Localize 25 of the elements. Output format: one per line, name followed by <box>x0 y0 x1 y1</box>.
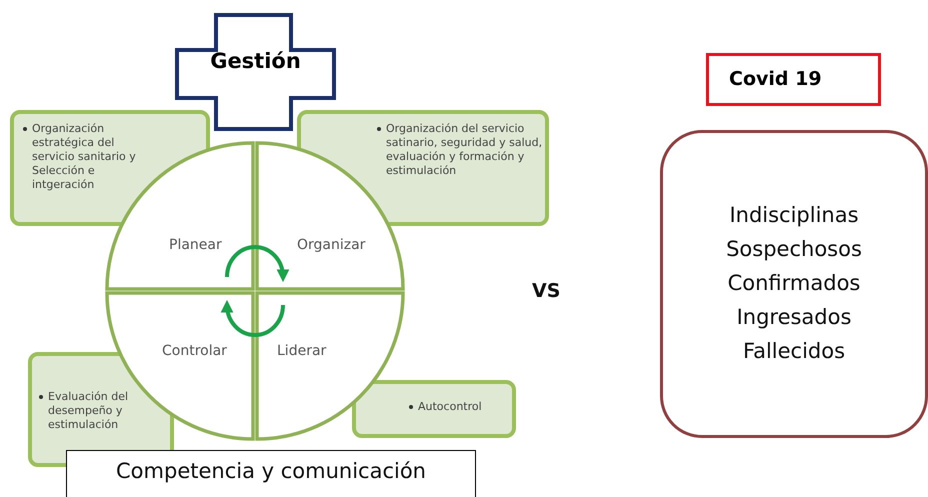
box-text: Competencia y comunicación <box>115 459 427 483</box>
bullet-text: Evaluación del desempeño y estimulación <box>38 390 156 432</box>
box-title: Covid 19 <box>729 68 822 90</box>
list-item: Ingresados <box>736 305 852 329</box>
list-item: Sospechosos <box>725 237 863 261</box>
bullet-text: Organización del servicio satinario, seguridad y salud, evaluación y formación y estimulación <box>376 122 546 178</box>
quadrant-label: Controlar <box>162 343 227 359</box>
list-item: Confirmados <box>726 271 862 295</box>
vs-label: VS <box>532 280 560 302</box>
quadrant-label: Organizar <box>297 237 366 253</box>
quadrant-shape <box>257 293 403 439</box>
bullet-text: Organización estratégica del servicio sanitario y Selección e intgeración <box>22 122 152 192</box>
list-item: Indisciplinas <box>728 203 860 227</box>
rounded-box <box>660 130 928 438</box>
cross-shape <box>175 13 336 131</box>
text-box <box>66 450 476 497</box>
note-box <box>352 380 516 438</box>
shape-title: Gestión <box>209 49 302 73</box>
curved-arrow <box>225 245 289 282</box>
bullet-text: Autocontrol <box>408 400 508 414</box>
quadrant-label: Liderar <box>277 343 326 359</box>
list-item: Fallecidos <box>742 339 846 363</box>
curved-arrow <box>221 300 285 337</box>
title-box <box>706 53 881 106</box>
quadrant-label: Planear <box>169 237 222 253</box>
